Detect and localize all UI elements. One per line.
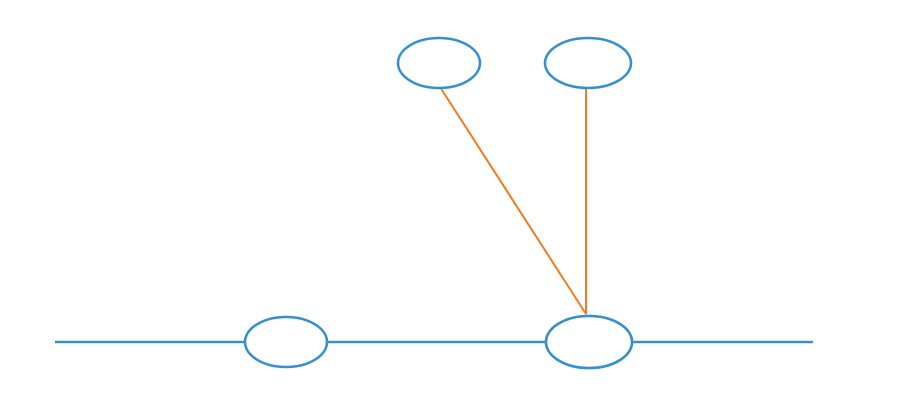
cross-edge-t1-b2[interactable] bbox=[439, 86, 587, 315]
cross-edge-group bbox=[439, 86, 587, 315]
node-group bbox=[243, 36, 634, 370]
node-top-1[interactable] bbox=[396, 36, 482, 90]
node-top-2[interactable] bbox=[543, 36, 633, 90]
node-top-3[interactable] bbox=[243, 315, 329, 369]
node-bottom-2[interactable] bbox=[544, 314, 634, 370]
